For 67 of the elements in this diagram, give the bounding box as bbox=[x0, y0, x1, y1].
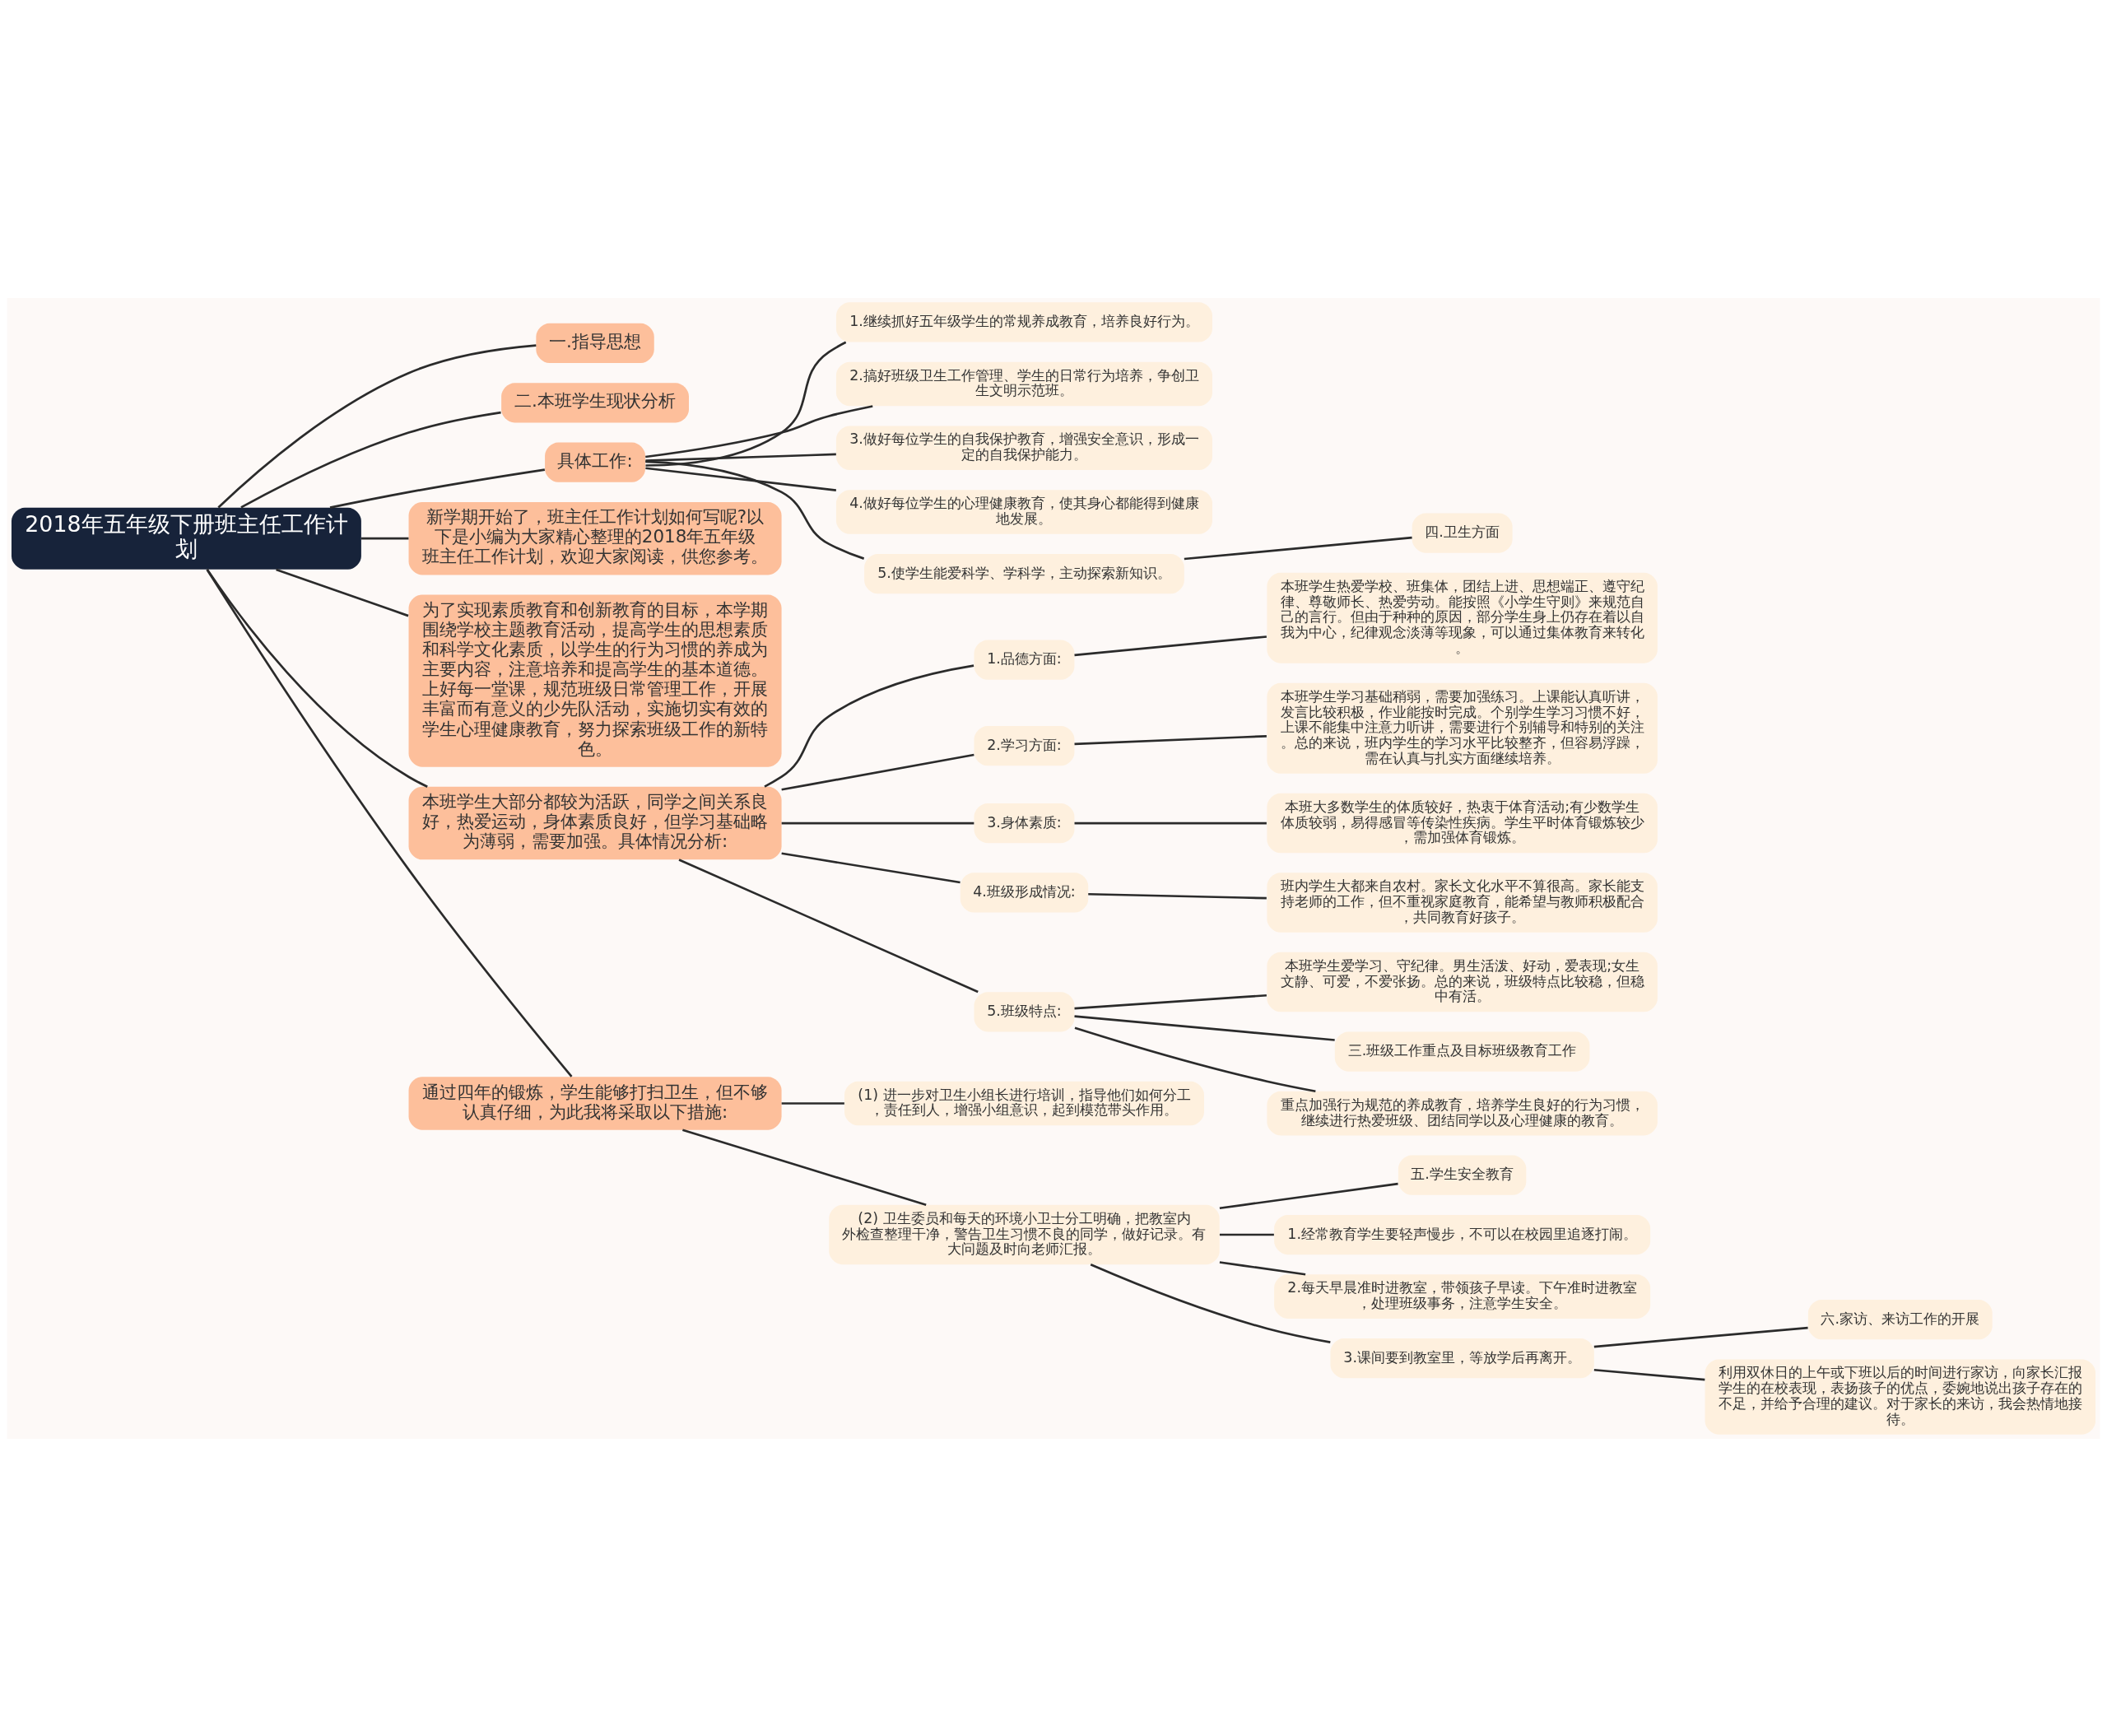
node-box: 本班学生大部分都较为活跃，同学之间关系良好，热爱运动，身体素质良好，但学习基础略为薄弱，需要加强。具体情况分析: bbox=[408, 786, 782, 859]
node-box: 班内学生大都来自农村。家长文化水平不算很高。家长能支持老师的工作，但不重视家庭教育，能希望与教师积极配合，共同教育好孩子。 bbox=[1267, 872, 1658, 933]
connector bbox=[1074, 994, 1267, 1009]
node-box: 四.卫生方面 bbox=[1412, 512, 1513, 553]
connector bbox=[1593, 1326, 1808, 1347]
node-box: 1.经常教育学生要轻声慢步，不可以在校园里追逐打闹。 bbox=[1274, 1214, 1651, 1254]
node-box: (2) 卫生委员和每天的环境小卫士分工明确，把教室内外检查整理干净，警告卫生习惯不良的同学，做好记录。有大问题及时向老师汇报。 bbox=[829, 1204, 1220, 1264]
node-box: 为了实现素质教育和创新教育的目标，本学期围绕学校主题教育活动，提高学生的思想素质和科学文化素质，以学生的行为习惯的养成为主要内容，注意培养和提高学生的基本道德。上好每一堂课，规范班级日常管理工作，开展丰富而有意义的少先队活动，实施切实有效的学生心理健康教育，努力探索班级工作的新特色。 bbox=[408, 594, 782, 767]
node-box: 2018年五年级下册班主任工作计划 bbox=[11, 507, 361, 570]
node-box: 3.做好每位学生的自我保护教育，增强安全意识，形成一定的自我保护能力。 bbox=[835, 426, 1212, 470]
connector bbox=[206, 568, 573, 1077]
node-box: 六.家访、来访工作的开展 bbox=[1807, 1299, 1993, 1339]
node-box: 利用双休日的上午或下班以后的时间进行家访，向家长汇报学生的在校表现，表扬孩子的优点，委婉地说出孩子存在的不足，并给予合理的建议。对于家长的来访，我会热情地接待。 bbox=[1705, 1359, 2096, 1435]
connector bbox=[781, 821, 974, 824]
connector bbox=[645, 341, 847, 467]
node-box: 5.使学生能爱科学、学科学，主动探索新知识。 bbox=[864, 553, 1184, 593]
node-box: 本班学生爱学习、守纪律。男生活泼、好动，爱表现;女生文静、可爱，不爱张扬。总的来说，班级特点比较稳，但稳中有活。 bbox=[1267, 952, 1658, 1012]
node-box: 一.指导思想 bbox=[536, 323, 654, 363]
node-box: 5.班级特点: bbox=[974, 991, 1075, 1031]
connector bbox=[1219, 1182, 1398, 1209]
node-box: 1.继续抓好五年级学生的常规养成教育，培养良好行为。 bbox=[835, 301, 1212, 342]
node-box: 4.做好每位学生的心理健康教育，使其身心都能得到健康地发展。 bbox=[835, 489, 1212, 534]
connector bbox=[1593, 1368, 1705, 1380]
connector bbox=[361, 537, 409, 540]
connector bbox=[1074, 1014, 1335, 1041]
connector bbox=[1184, 536, 1412, 560]
connector bbox=[645, 466, 836, 491]
connector bbox=[781, 753, 974, 791]
node-box: 2.学习方面: bbox=[974, 725, 1075, 766]
connector bbox=[1074, 734, 1267, 745]
node-box: 2.搞好班级卫生工作管理、学生的日常行为培养，争创卫生文明示范班。 bbox=[835, 361, 1212, 406]
connector bbox=[240, 411, 501, 509]
connector bbox=[1074, 635, 1267, 656]
node-box: 本班学生热爱学校、班集体，团结上进、思想端正、遵守纪律、尊敬师长、热爱劳动。能按照《小学生守则》来规范自己的言行。但由于种种的原因，部分学生身上仍存在着以自我为中心，纪律观念淡薄等现象，可以通过集体教育来转化。 bbox=[1267, 572, 1658, 663]
connector bbox=[1219, 1260, 1306, 1276]
connector bbox=[1090, 1263, 1331, 1343]
connector bbox=[781, 851, 960, 883]
connector bbox=[645, 459, 865, 560]
node-box: 3.身体素质: bbox=[974, 803, 1075, 843]
connector bbox=[206, 568, 428, 788]
connector bbox=[1074, 821, 1267, 824]
connector bbox=[1088, 892, 1267, 899]
connector bbox=[678, 858, 979, 993]
node-box: 1.品德方面: bbox=[974, 640, 1075, 680]
connector bbox=[764, 663, 974, 788]
node-box: 三.班级工作重点及目标班级教育工作 bbox=[1334, 1031, 1590, 1072]
connector bbox=[781, 1101, 844, 1105]
node-box: 4.班级形成情况: bbox=[960, 872, 1089, 913]
connector bbox=[276, 568, 409, 617]
connector bbox=[217, 343, 537, 508]
node-box: 五.学生安全教育 bbox=[1398, 1155, 1527, 1195]
connector bbox=[329, 468, 546, 509]
connector bbox=[1074, 1026, 1316, 1092]
node-box: 通过四年的锻炼，学生能够打扫卫生，但不够认真仔细，为此我将采取以下措施: bbox=[408, 1076, 782, 1130]
node-box: 本班大多数学生的体质较好，热衷于体育活动;有少数学生体质较弱，易得感冒等传染性疾病。学生平时体育锻炼较少，需加强体育锻炼。 bbox=[1267, 793, 1658, 853]
node-box: (1) 进一步对卫生小组长进行培训，指导他们如何分工，责任到人，增强小组意识，起到模范带头作用。 bbox=[844, 1081, 1204, 1125]
connector bbox=[682, 1129, 927, 1206]
connector bbox=[1219, 1233, 1274, 1236]
node-box: 重点加强行为规范的养成教育，培养学生良好的行为习惯，继续进行热爱班级、团结同学以及心理健康的教育。 bbox=[1267, 1091, 1658, 1135]
node-box: 新学期开始了，班主任工作计划如何写呢?以下是小编为大家精心整理的2018年五年级班主任工作计划，欢迎大家阅读，供您参考。 bbox=[408, 501, 782, 575]
connector bbox=[645, 453, 836, 462]
node-box: 二.本班学生现状分析 bbox=[501, 382, 689, 422]
node-box: 本班学生学习基础稍弱，需要加强练习。上课能认真听讲，发言比较积极，作业能按时完成。个别学生学习习惯不好，上课不能集中注意力听讲，需要进行个别辅导和特别的关注。总的来说，班内学生的学习水平比较整齐，但容易浮躁，需在认真与扎实方面继续培养。 bbox=[1267, 682, 1658, 774]
connector bbox=[645, 404, 873, 458]
node-box: 3.课间要到教室里，等放学后再离开。 bbox=[1330, 1338, 1594, 1378]
node-box: 具体工作: bbox=[545, 442, 646, 482]
node-box: 2.每天早晨准时进教室，带领孩子早读。下午准时进教室，处理班级事务，注意学生安全。 bbox=[1274, 1273, 1651, 1319]
